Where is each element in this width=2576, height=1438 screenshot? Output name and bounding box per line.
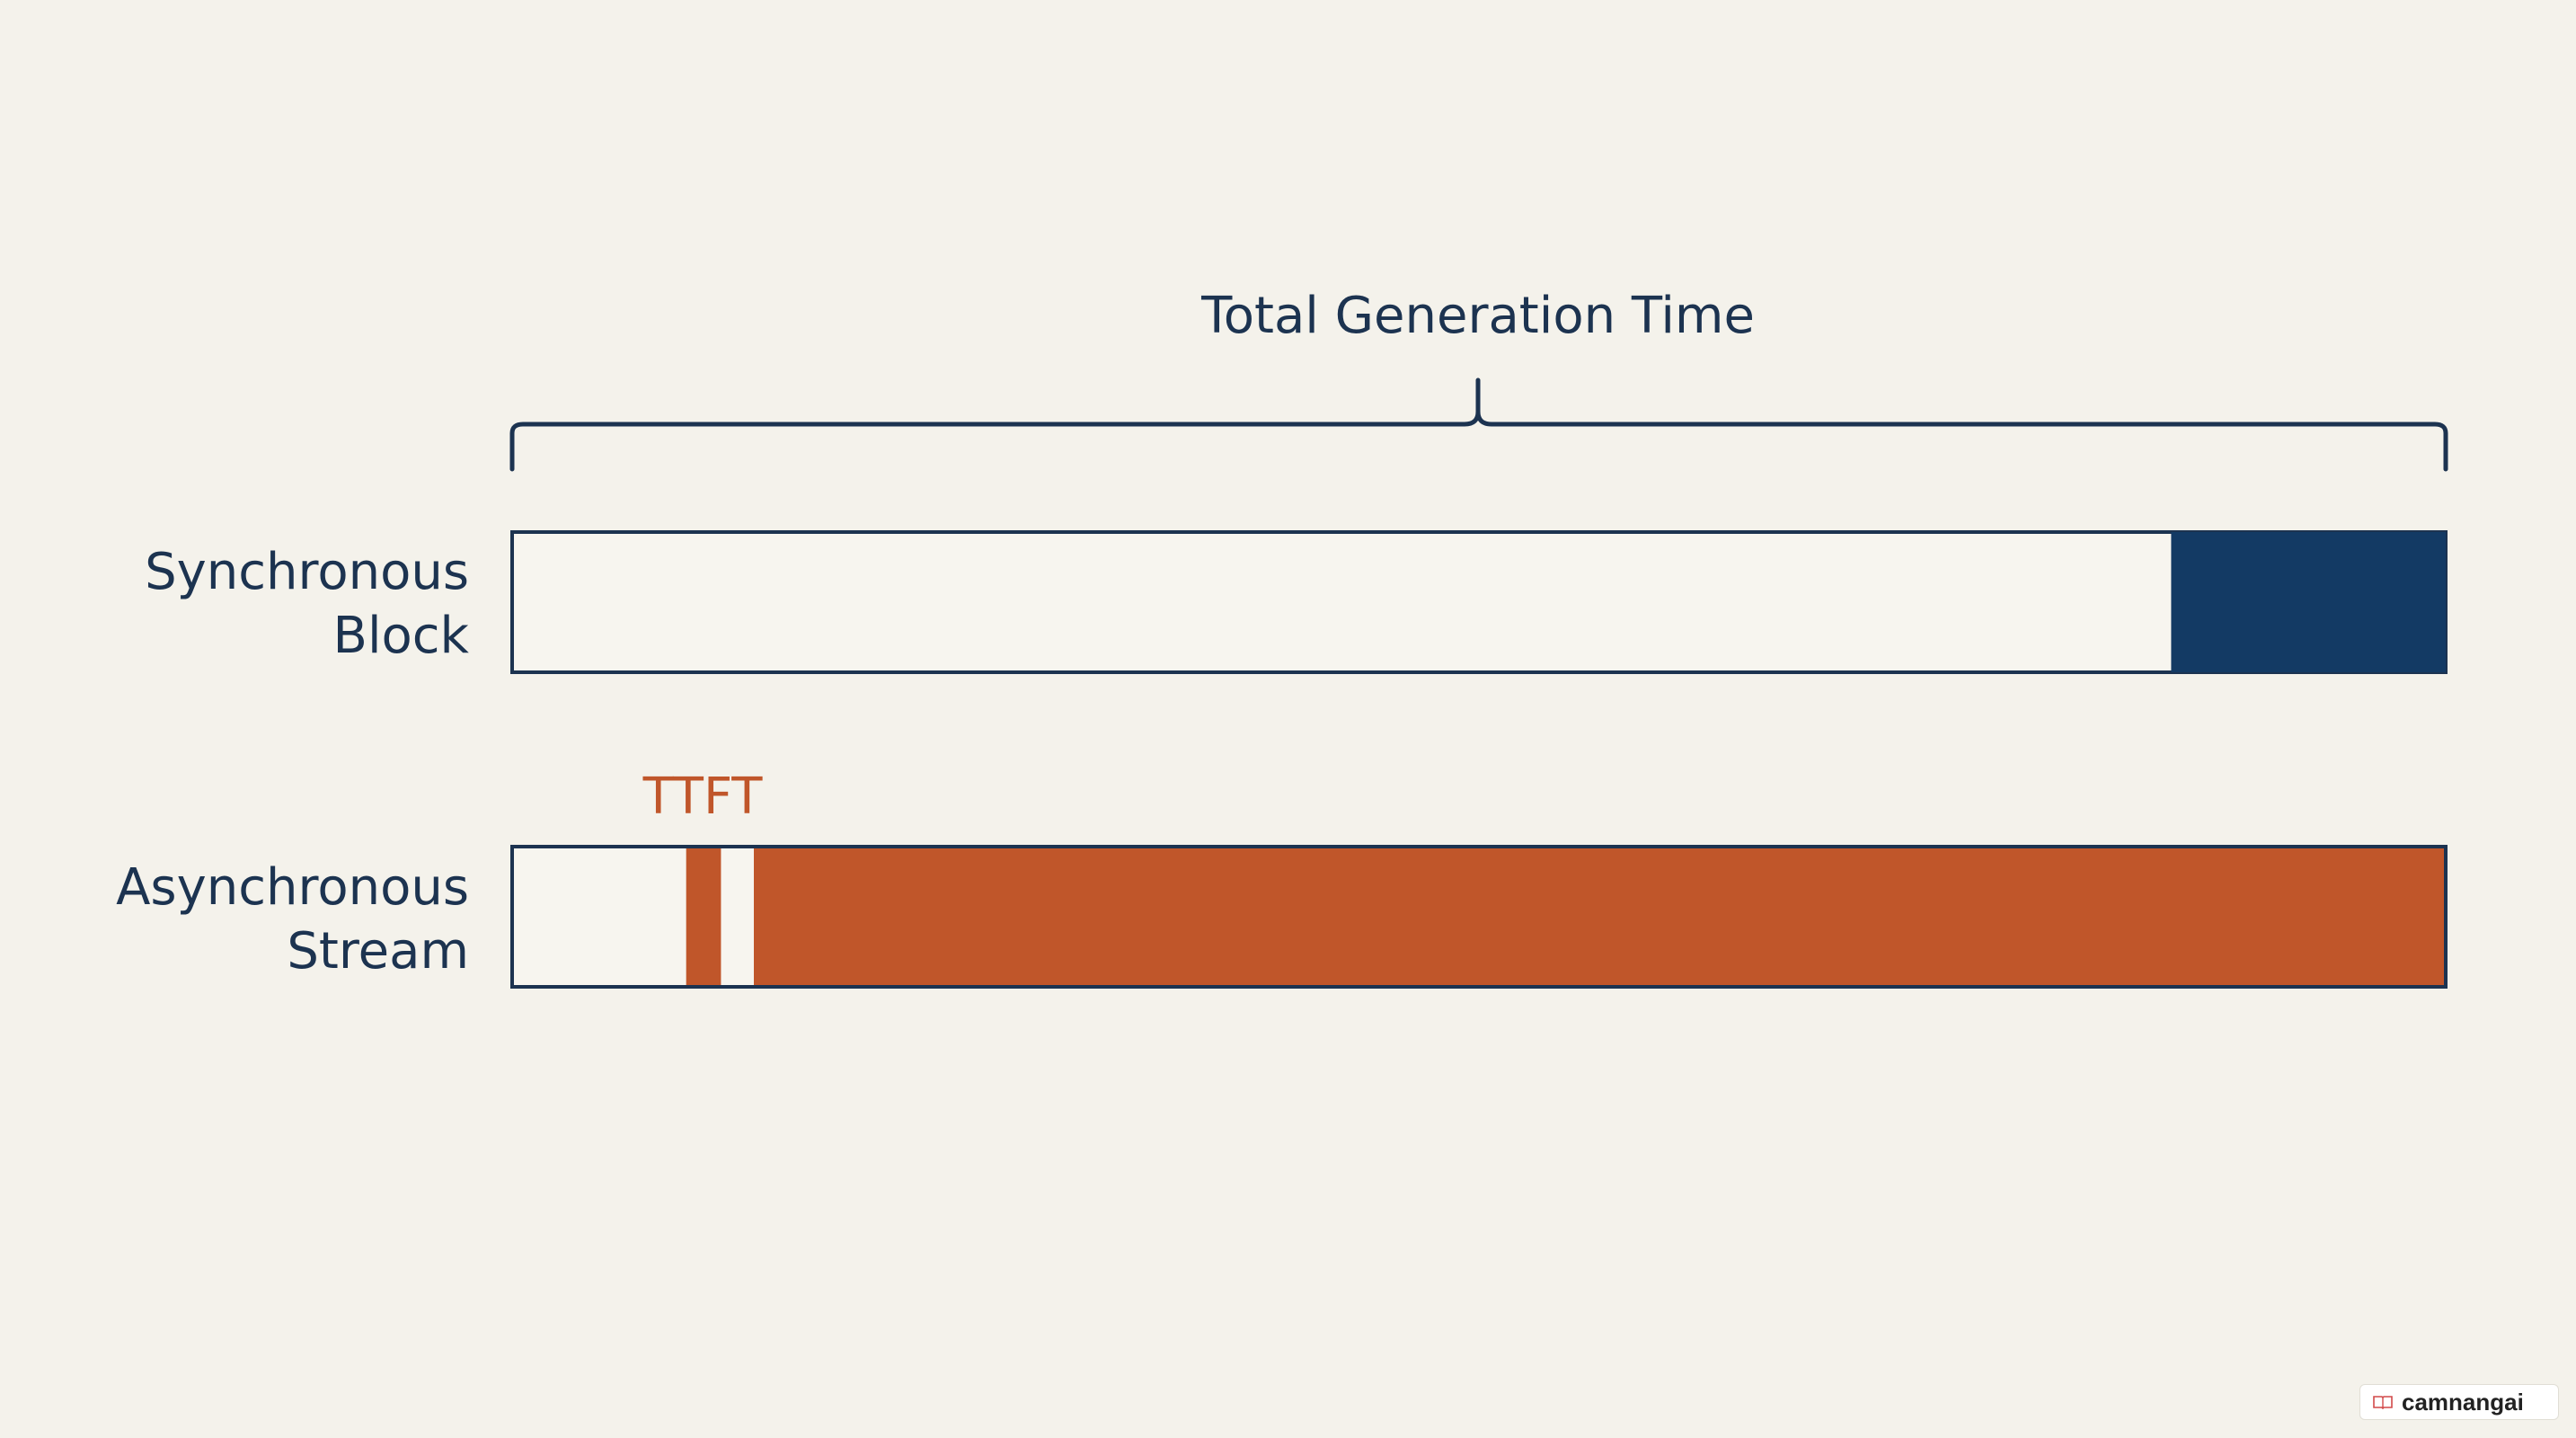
watermark-text: camnangai xyxy=(2402,1388,2524,1416)
stream-label: Stream xyxy=(287,922,469,981)
asynchronous-label: Asynchronous xyxy=(116,858,469,917)
synchronous-label: Synchronous xyxy=(145,543,469,601)
watermark: camnangai xyxy=(2359,1384,2559,1420)
book-icon xyxy=(2373,1396,2393,1409)
asynchronous-bar-outline xyxy=(510,845,2448,989)
block-label: Block xyxy=(333,607,470,665)
total-generation-time-label: Total Generation Time xyxy=(1200,287,1755,345)
ttft-label: TTFT xyxy=(642,768,764,826)
streaming-output-segment xyxy=(754,847,2446,987)
synchronous-output-segment xyxy=(2171,532,2446,672)
first-token-segment xyxy=(686,847,721,987)
synchronous-bar xyxy=(510,530,2448,674)
total-time-brace xyxy=(509,377,2448,472)
